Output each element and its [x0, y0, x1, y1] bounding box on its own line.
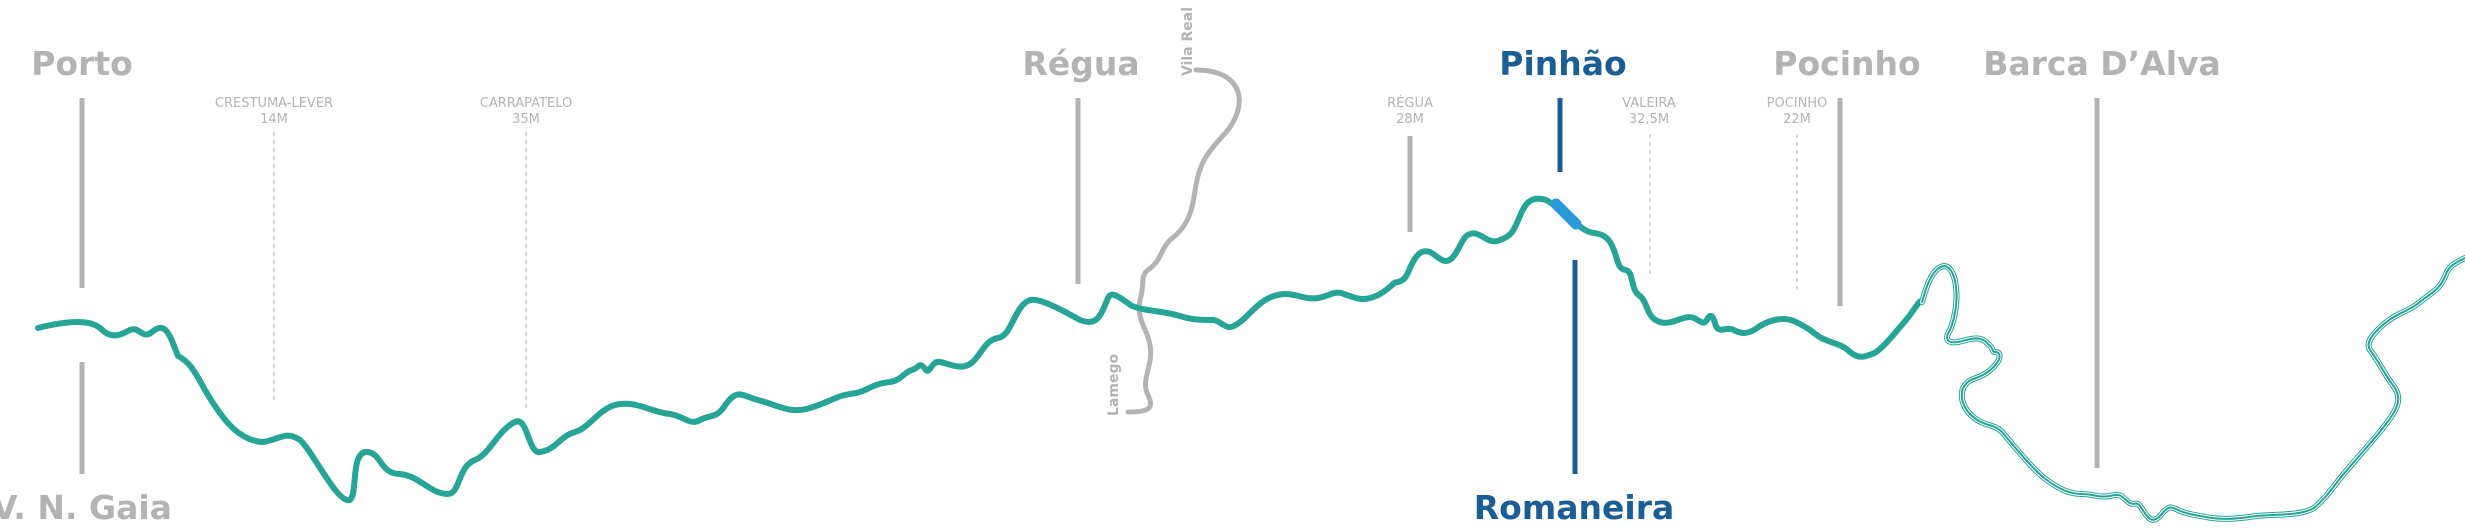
- douro-river-main: [35, 195, 2465, 523]
- dam-height: 35M: [512, 112, 540, 127]
- douro-river-upper: [1920, 256, 2465, 522]
- dam-label-pocinho: POCINHO 22M: [1767, 96, 1828, 128]
- dam-label-crestuma-lever: CRESTUMA-LEVER 14M: [215, 96, 333, 128]
- dam-name: RÉGUA: [1387, 96, 1433, 111]
- town-label-romaneira: Romaneira: [1473, 488, 1675, 527]
- dam-label-valeira: VALEIRA 32,5M: [1622, 96, 1676, 128]
- douro-river-upper-thin: [1921, 257, 2465, 521]
- dam-label-regua: RÉGUA 28M: [1387, 96, 1433, 128]
- dam-height: 32,5M: [1628, 112, 1670, 127]
- town-label-regua: Régua: [1022, 44, 1140, 83]
- tributary-label-vila-real: Vila Real: [1180, 6, 1196, 76]
- town-label-vn-gaia: V. N. Gaia: [0, 488, 172, 527]
- town-label-pocinho: Pocinho: [1773, 44, 1921, 83]
- town-label-barca-dalva: Barca D’Alva: [1983, 44, 2221, 83]
- dam-name: POCINHO: [1766, 96, 1828, 111]
- dam-name: VALEIRA: [1622, 96, 1676, 111]
- dam-name: CRESTUMA-LEVER: [214, 96, 334, 111]
- tributary-label-lamego: Lamego: [1106, 353, 1122, 416]
- dam-height: 22M: [1783, 112, 1811, 127]
- boat-marker-icon: [1550, 198, 1582, 230]
- town-label-porto: Porto: [31, 44, 133, 83]
- dam-height: 14M: [260, 112, 288, 127]
- dam-label-carrapatelo: CARRAPATELO 35M: [480, 96, 572, 128]
- dam-height: 28M: [1396, 112, 1424, 127]
- town-label-pinhao: Pinhão: [1499, 44, 1627, 83]
- tributary-path: [1125, 67, 1242, 415]
- dam-name: CARRAPATELO: [479, 96, 573, 111]
